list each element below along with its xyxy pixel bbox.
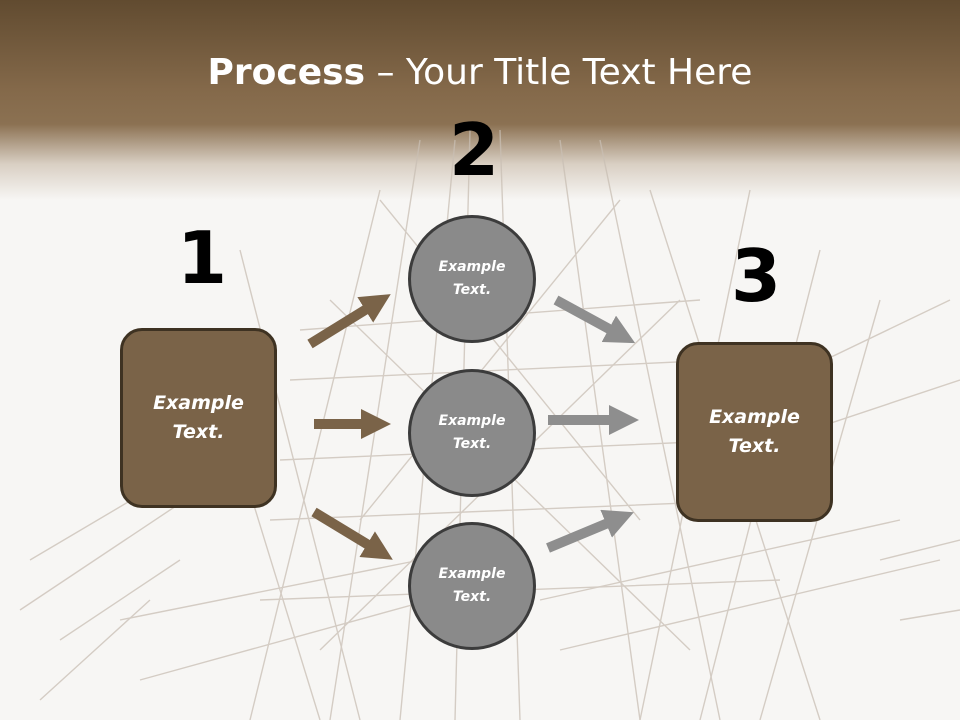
arrow-top-to-3: [553, 295, 636, 344]
step-3-box: Example Text.: [676, 342, 833, 522]
title-bold: Process: [207, 52, 366, 93]
arrow-bottom-to-3: [546, 509, 634, 553]
circle-bottom-text: Example Text.: [438, 566, 506, 605]
step-2-circle-top: Example Text.: [408, 215, 536, 343]
step-number-3: 3: [731, 234, 782, 318]
slide-title: Process – Your Title Text Here: [0, 52, 960, 93]
step-3-text: Example Text.: [709, 406, 800, 457]
step-2-circle-bottom: Example Text.: [408, 522, 536, 650]
step-1-text: Example Text.: [153, 392, 244, 443]
step-2-circle-middle: Example Text.: [408, 369, 536, 497]
header-band: [0, 0, 960, 200]
step-number-1: 1: [177, 216, 228, 300]
title-rest: – Your Title Text Here: [365, 52, 753, 93]
step-1-box: Example Text.: [120, 328, 277, 508]
circle-middle-text: Example Text.: [438, 413, 506, 452]
arrow-1-to-bottom: [311, 507, 393, 560]
arrow-1-to-top: [307, 294, 391, 349]
circle-top-text: Example Text.: [438, 259, 506, 298]
step-number-2: 2: [449, 108, 500, 192]
